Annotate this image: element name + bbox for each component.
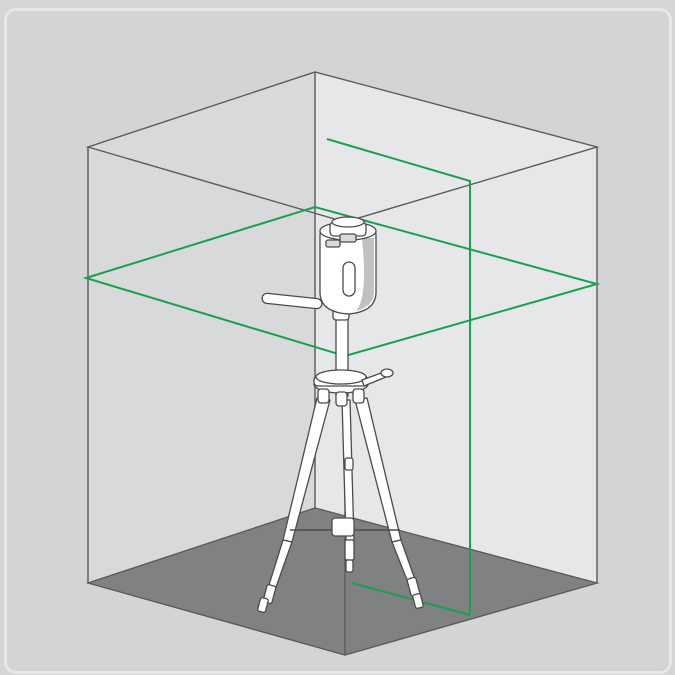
room	[85, 71, 600, 656]
horizontal-laser-plane	[82, 205, 601, 358]
tripod-icon	[257, 315, 424, 613]
vertical-laser-line-floor	[351, 582, 471, 616]
right-wall	[315, 72, 597, 583]
vertical-laser-line-top	[326, 138, 471, 615]
rotary-laser-level-icon	[261, 216, 377, 321]
laser-lines	[82, 138, 601, 616]
left-wall	[88, 72, 315, 583]
